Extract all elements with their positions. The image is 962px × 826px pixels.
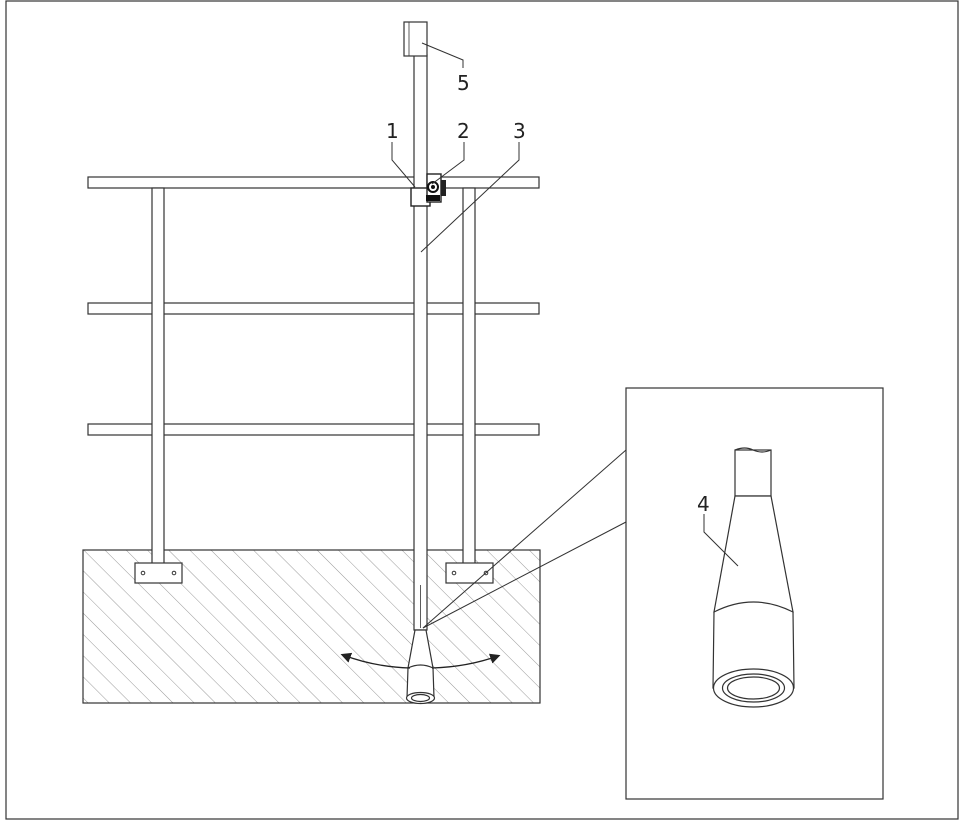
detail-sensor xyxy=(712,447,795,708)
callout-1: 1 xyxy=(386,119,399,143)
base-plate-left xyxy=(134,562,183,584)
callout-5: 5 xyxy=(457,71,470,95)
railing-top-rail xyxy=(87,176,540,189)
railing-mid-rail xyxy=(87,302,540,315)
zoom-line-upper xyxy=(422,449,627,629)
sensor-head xyxy=(405,629,436,705)
leader-3 xyxy=(420,142,520,253)
leader-5 xyxy=(421,42,464,68)
pipe-clamp xyxy=(410,173,446,207)
figure-frame xyxy=(5,0,959,820)
railing-post-right xyxy=(462,187,476,565)
leader-4 xyxy=(703,514,739,567)
callout-2: 2 xyxy=(457,119,470,143)
railing-low-rail xyxy=(87,423,540,436)
callout-3: 3 xyxy=(513,119,526,143)
zoom-line-lower xyxy=(422,521,627,629)
callout-4: 4 xyxy=(697,492,710,516)
swing-arrow-left xyxy=(340,652,411,669)
railing-post-left xyxy=(151,187,165,565)
sensor-pipe xyxy=(413,54,428,631)
leader-2 xyxy=(431,142,465,185)
pipe-top-cap xyxy=(403,21,428,57)
leader-1 xyxy=(391,142,416,188)
base-plate-right xyxy=(445,562,494,584)
swing-arrow-right xyxy=(431,653,501,669)
